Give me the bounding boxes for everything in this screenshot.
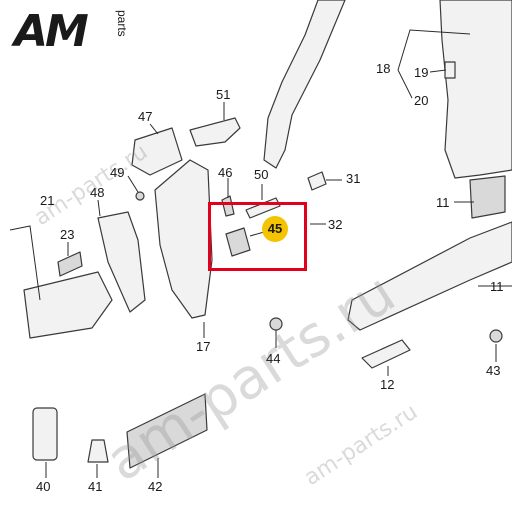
- part-19-clip: [444, 61, 456, 79]
- callout-21[interactable]: 21: [40, 193, 55, 208]
- callout-40[interactable]: 40: [36, 479, 51, 494]
- callout-42[interactable]: 42: [148, 479, 163, 494]
- part-47-bracket: [131, 127, 183, 176]
- part-12-bracket: [361, 339, 411, 369]
- callout-50[interactable]: 50: [254, 167, 269, 182]
- callout-46[interactable]: 46: [218, 165, 233, 180]
- part-45-clip: [225, 227, 251, 257]
- callout-11-lower[interactable]: 11: [490, 279, 504, 294]
- part-31-clip: [307, 171, 327, 191]
- highlight-badge[interactable]: 45: [262, 216, 288, 242]
- callout-41[interactable]: 41: [88, 479, 103, 494]
- part-46-clip: [221, 195, 235, 217]
- callout-12[interactable]: 12: [380, 377, 395, 392]
- part-sill-panel: [347, 221, 512, 331]
- part-51-plate: [189, 117, 241, 147]
- part-43-screw: [489, 329, 503, 343]
- callout-48[interactable]: 48: [90, 185, 105, 200]
- logo-sub: parts: [115, 10, 129, 37]
- callout-44[interactable]: 44: [266, 351, 281, 366]
- logo-main: AM: [14, 6, 89, 57]
- part-49-screw: [135, 191, 145, 201]
- callout-47[interactable]: 47: [138, 109, 153, 124]
- callout-49[interactable]: 49: [110, 165, 125, 180]
- callout-31[interactable]: 31: [346, 171, 361, 186]
- part-sill-bracket-11: [469, 175, 506, 219]
- callout-23[interactable]: 23: [60, 227, 75, 242]
- part-23-bracket: [57, 251, 83, 277]
- part-48-bracket: [97, 211, 146, 313]
- part-40-canister: [32, 407, 58, 461]
- part-a-pillar: [263, 0, 346, 169]
- callout-18[interactable]: 18: [376, 61, 391, 76]
- callout-51[interactable]: 51: [216, 87, 231, 102]
- part-b-pillar: [439, 0, 512, 179]
- callout-43[interactable]: 43: [486, 363, 501, 378]
- callout-32[interactable]: 32: [328, 217, 343, 232]
- callout-11-upper[interactable]: 11: [436, 195, 450, 210]
- part-17-inner-panel: [154, 159, 213, 319]
- callout-17[interactable]: 17: [196, 339, 211, 354]
- part-41-plug: [87, 439, 109, 463]
- part-21-floor: [23, 271, 113, 339]
- callout-20[interactable]: 20: [414, 93, 429, 108]
- part-42-pad: [126, 393, 208, 469]
- highlight-box: [208, 202, 307, 271]
- am-parts-logo: AM parts: [14, 6, 129, 57]
- callout-19[interactable]: 19: [414, 65, 429, 80]
